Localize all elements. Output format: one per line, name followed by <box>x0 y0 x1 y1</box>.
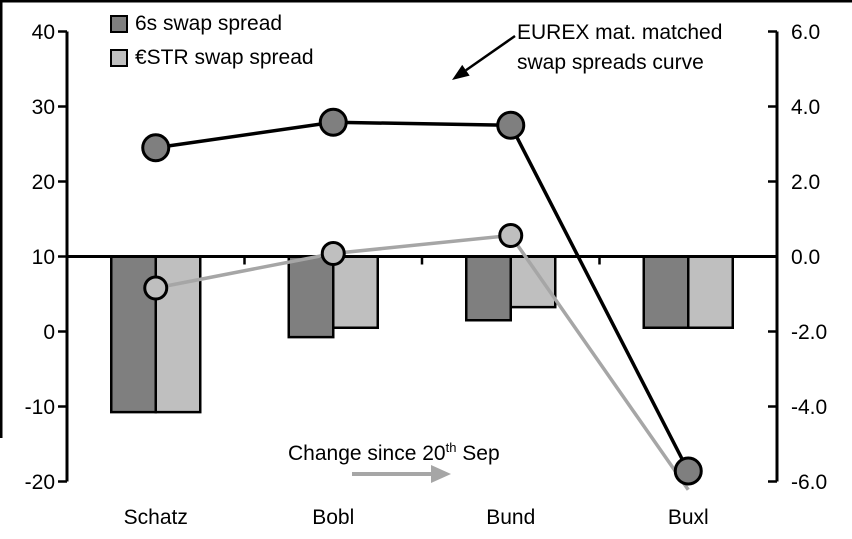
marker-6s-schatz <box>141 133 171 163</box>
curve-annotation: EUREX mat. matched swap spreads curve <box>517 18 722 78</box>
bar-6s-bobl <box>287 255 335 339</box>
legend-item-6s: 6s swap spread <box>110 13 314 35</box>
legend: 6s swap spread €STR swap spread <box>110 13 314 69</box>
x-axis-label-bobl: Bobl <box>312 506 354 529</box>
bar-6s-bund <box>465 255 512 322</box>
x-axis-label-schatz: Schatz <box>124 506 188 529</box>
y-axis-right-label: -2.0 <box>791 321 827 344</box>
y-axis-right-label: -4.0 <box>791 396 827 419</box>
curve-annotation-line1: EUREX mat. matched <box>517 21 723 44</box>
bar-estr-bobl <box>332 255 379 329</box>
y-axis-right-label: 0.0 <box>791 246 820 269</box>
frame-border-top <box>0 0 852 3</box>
marker-6s-buxl <box>673 456 703 486</box>
line-estr-curve <box>155 233 690 491</box>
change-annotation: Change since 20th Sep <box>288 440 500 466</box>
change-annotation-suffix: Sep <box>456 442 500 465</box>
change-annotation-sup: th <box>445 440 457 455</box>
y-axis-right-label: 2.0 <box>791 171 820 194</box>
y-axis-left-label: -20 <box>25 471 55 494</box>
y-axis-left-label: 0 <box>43 321 55 344</box>
marker-6s-bund <box>496 110 526 140</box>
y-axis-left-label: -10 <box>25 396 55 419</box>
curve-annotation-arrow-head <box>452 64 470 80</box>
y-axis-right-label: 4.0 <box>791 96 820 119</box>
x-axis-label-bund: Bund <box>486 506 535 529</box>
legend-label-estr: €STR swap spread <box>135 46 314 69</box>
bar-6s-buxl <box>642 255 690 329</box>
y-axis-left-label: 40 <box>32 21 55 44</box>
marker-6s-bobl <box>318 107 348 137</box>
y-axis-left-label: 10 <box>32 246 55 269</box>
x-axis-label-buxl: Buxl <box>668 506 709 529</box>
line-6s-curve <box>155 120 690 472</box>
marker-estr-bund <box>498 223 524 248</box>
legend-label-6s: 6s swap spread <box>135 12 283 35</box>
frame-border-left <box>0 0 3 438</box>
change-arrow-head <box>431 465 451 483</box>
y-axis-left-label: 20 <box>32 171 55 194</box>
marker-estr-bobl <box>320 241 346 266</box>
curve-annotation-arrow-shaft <box>465 34 516 72</box>
legend-swatch-6s <box>110 15 128 33</box>
marker-estr-schatz <box>143 275 169 301</box>
y-axis-right-label: -6.0 <box>791 471 827 494</box>
legend-swatch-estr <box>110 49 128 67</box>
bar-estr-bund <box>509 255 557 309</box>
bar-estr-buxl <box>687 255 734 329</box>
legend-item-estr: €STR swap spread <box>110 47 314 69</box>
change-annotation-prefix: Change since 20 <box>288 442 446 465</box>
y-axis-left-label: 30 <box>32 96 55 119</box>
curve-annotation-line2: swap spreads curve <box>517 51 704 74</box>
y-axis-right-label: 6.0 <box>791 21 820 44</box>
